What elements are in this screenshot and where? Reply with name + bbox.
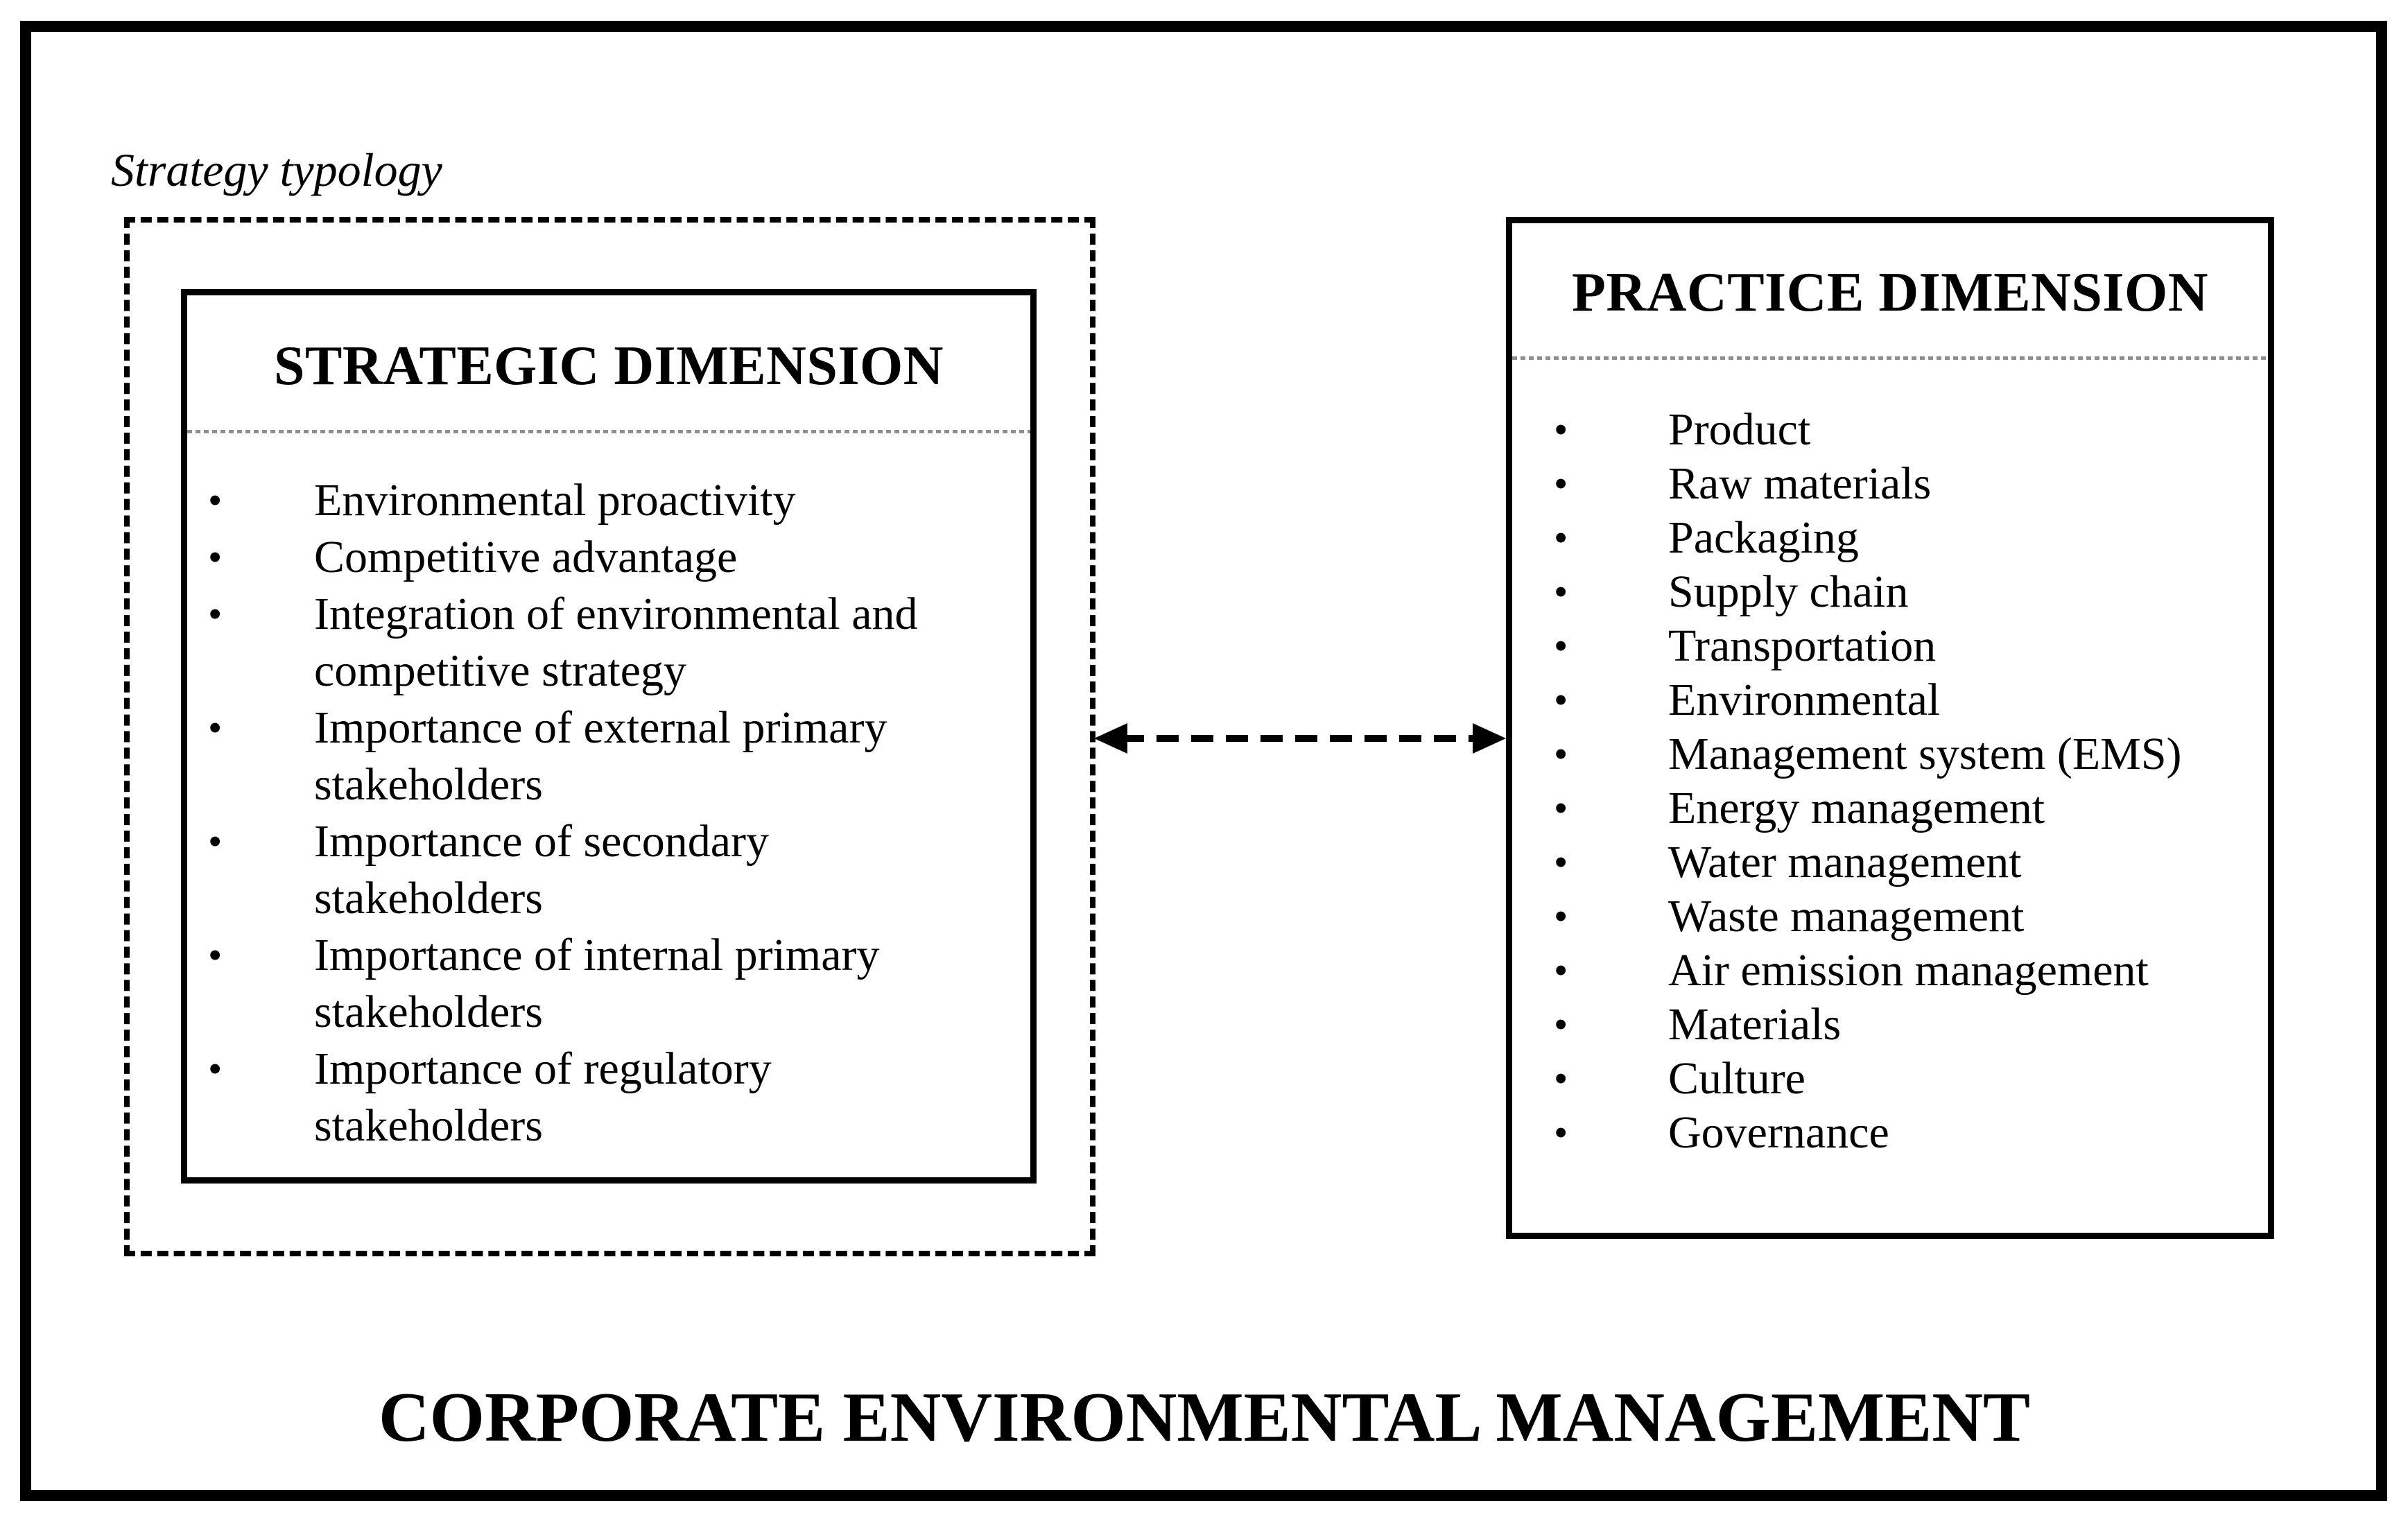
list-item-text: Transportation (1668, 621, 1937, 671)
bullet-icon: • (208, 933, 223, 978)
bullet-icon: • (1554, 569, 1568, 614)
practice-items-list: • Product • Raw materials • Packaging • Supply … (1512, 403, 2268, 1160)
list-item-text: Management system (EMS) (1668, 729, 2182, 779)
list-item-text: Governance (1668, 1107, 1889, 1158)
list-item-text: Importance of regulatory stakeholders (314, 1043, 772, 1151)
bullet-icon: • (1554, 623, 1568, 668)
list-item: • Culture (1554, 1052, 2268, 1106)
list-item: • Product (1554, 403, 2268, 457)
practice-dimension-title: PRACTICE DIMENSION (1572, 262, 2208, 323)
list-item: • Competitive advantage (208, 529, 1030, 586)
bullet-icon: • (208, 591, 223, 636)
strategy-typology-group (124, 217, 1095, 1256)
bullet-icon: • (1554, 407, 1568, 452)
bullet-icon: • (208, 535, 223, 580)
list-item: • Supply chain (1554, 565, 2268, 619)
list-item: • Energy management (1554, 781, 2268, 835)
bullet-icon: • (1554, 1056, 1568, 1101)
list-item: • Governance (1554, 1106, 2268, 1160)
list-item-text: Integration of environmental and competi… (314, 589, 918, 696)
list-item: • Environmental (1554, 673, 2268, 727)
strategic-dimension-title: STRATEGIC DIMENSION (274, 336, 944, 397)
list-item-text: Product (1668, 404, 1811, 455)
list-item-text: Air emission management (1668, 945, 2149, 996)
bullet-icon: • (1554, 948, 1568, 993)
strategy-typology-label: Strategy typology (111, 144, 442, 196)
list-item: • Integration of environmental and compet… (208, 586, 1030, 700)
list-item: • Importance of regulatory stakeholders (208, 1041, 1030, 1154)
list-item-text: Waste management (1668, 891, 2025, 942)
practice-title-separator (1512, 356, 2268, 360)
list-item-text: Importance of external primary stakehold… (314, 702, 887, 810)
bullet-icon: • (1554, 461, 1568, 506)
list-item-text: Competitive advantage (314, 532, 738, 582)
right-arrowhead-icon (1473, 723, 1506, 754)
bullet-icon: • (1554, 786, 1568, 831)
bullet-icon: • (1554, 894, 1568, 939)
list-item-text: Energy management (1668, 783, 2045, 833)
list-item-text: Importance of internal primary stakehold… (314, 930, 880, 1037)
corporate-environmental-management-title: CORPORATE ENVIRONMENTAL MANAGEMENT (379, 1378, 2030, 1457)
list-item: • Raw materials (1554, 457, 2268, 511)
list-item: • Water management (1554, 835, 2268, 890)
bullet-icon: • (208, 819, 223, 864)
strategic-items-list: • Environmental proactivity • Competitive a… (187, 472, 1030, 1154)
list-item-text: Packaging (1668, 512, 1859, 563)
bullet-icon: • (1554, 731, 1568, 777)
list-item: • Packaging (1554, 511, 2268, 565)
list-item-text: Environmental proactivity (314, 475, 796, 526)
list-item: • Materials (1554, 998, 2268, 1052)
list-item-text: Materials (1668, 999, 1842, 1050)
bullet-icon: • (1554, 677, 1568, 722)
bullet-icon: • (1554, 515, 1568, 560)
practice-dimension-box: PRACTICE DIMENSION • Product • Raw material… (1506, 217, 2274, 1239)
list-item-text: Environmental (1668, 675, 1941, 725)
bullet-icon: • (208, 478, 223, 523)
list-item-text: Importance of secondary stakeholders (314, 816, 770, 924)
list-item-text: Raw materials (1668, 458, 1932, 509)
list-item-text: Water management (1668, 837, 2022, 887)
list-item-text: Culture (1668, 1053, 1805, 1104)
strategic-dimension-box: STRATEGIC DIMENSION • Environmental proac… (181, 289, 1037, 1184)
bullet-icon: • (1554, 840, 1568, 885)
bullet-icon: • (208, 1046, 223, 1091)
list-item: • Transportation (1554, 619, 2268, 673)
list-item: • Importance of external primary stakehol… (208, 700, 1030, 813)
bullet-icon: • (208, 705, 223, 750)
dashed-connector-line (1122, 735, 1480, 742)
list-item: • Importance of secondary stakeholders (208, 813, 1030, 927)
bullet-icon: • (1554, 1002, 1568, 1047)
strategic-title-separator (187, 430, 1030, 433)
list-item: • Management system (EMS) (1554, 727, 2268, 781)
list-item: • Importance of internal primary stakehol… (208, 927, 1030, 1041)
list-item: • Air emission management (1554, 944, 2268, 998)
list-item: • Environmental proactivity (208, 472, 1030, 529)
list-item: • Waste management (1554, 890, 2268, 944)
bullet-icon: • (1554, 1110, 1568, 1155)
list-item-text: Supply chain (1668, 566, 1909, 617)
